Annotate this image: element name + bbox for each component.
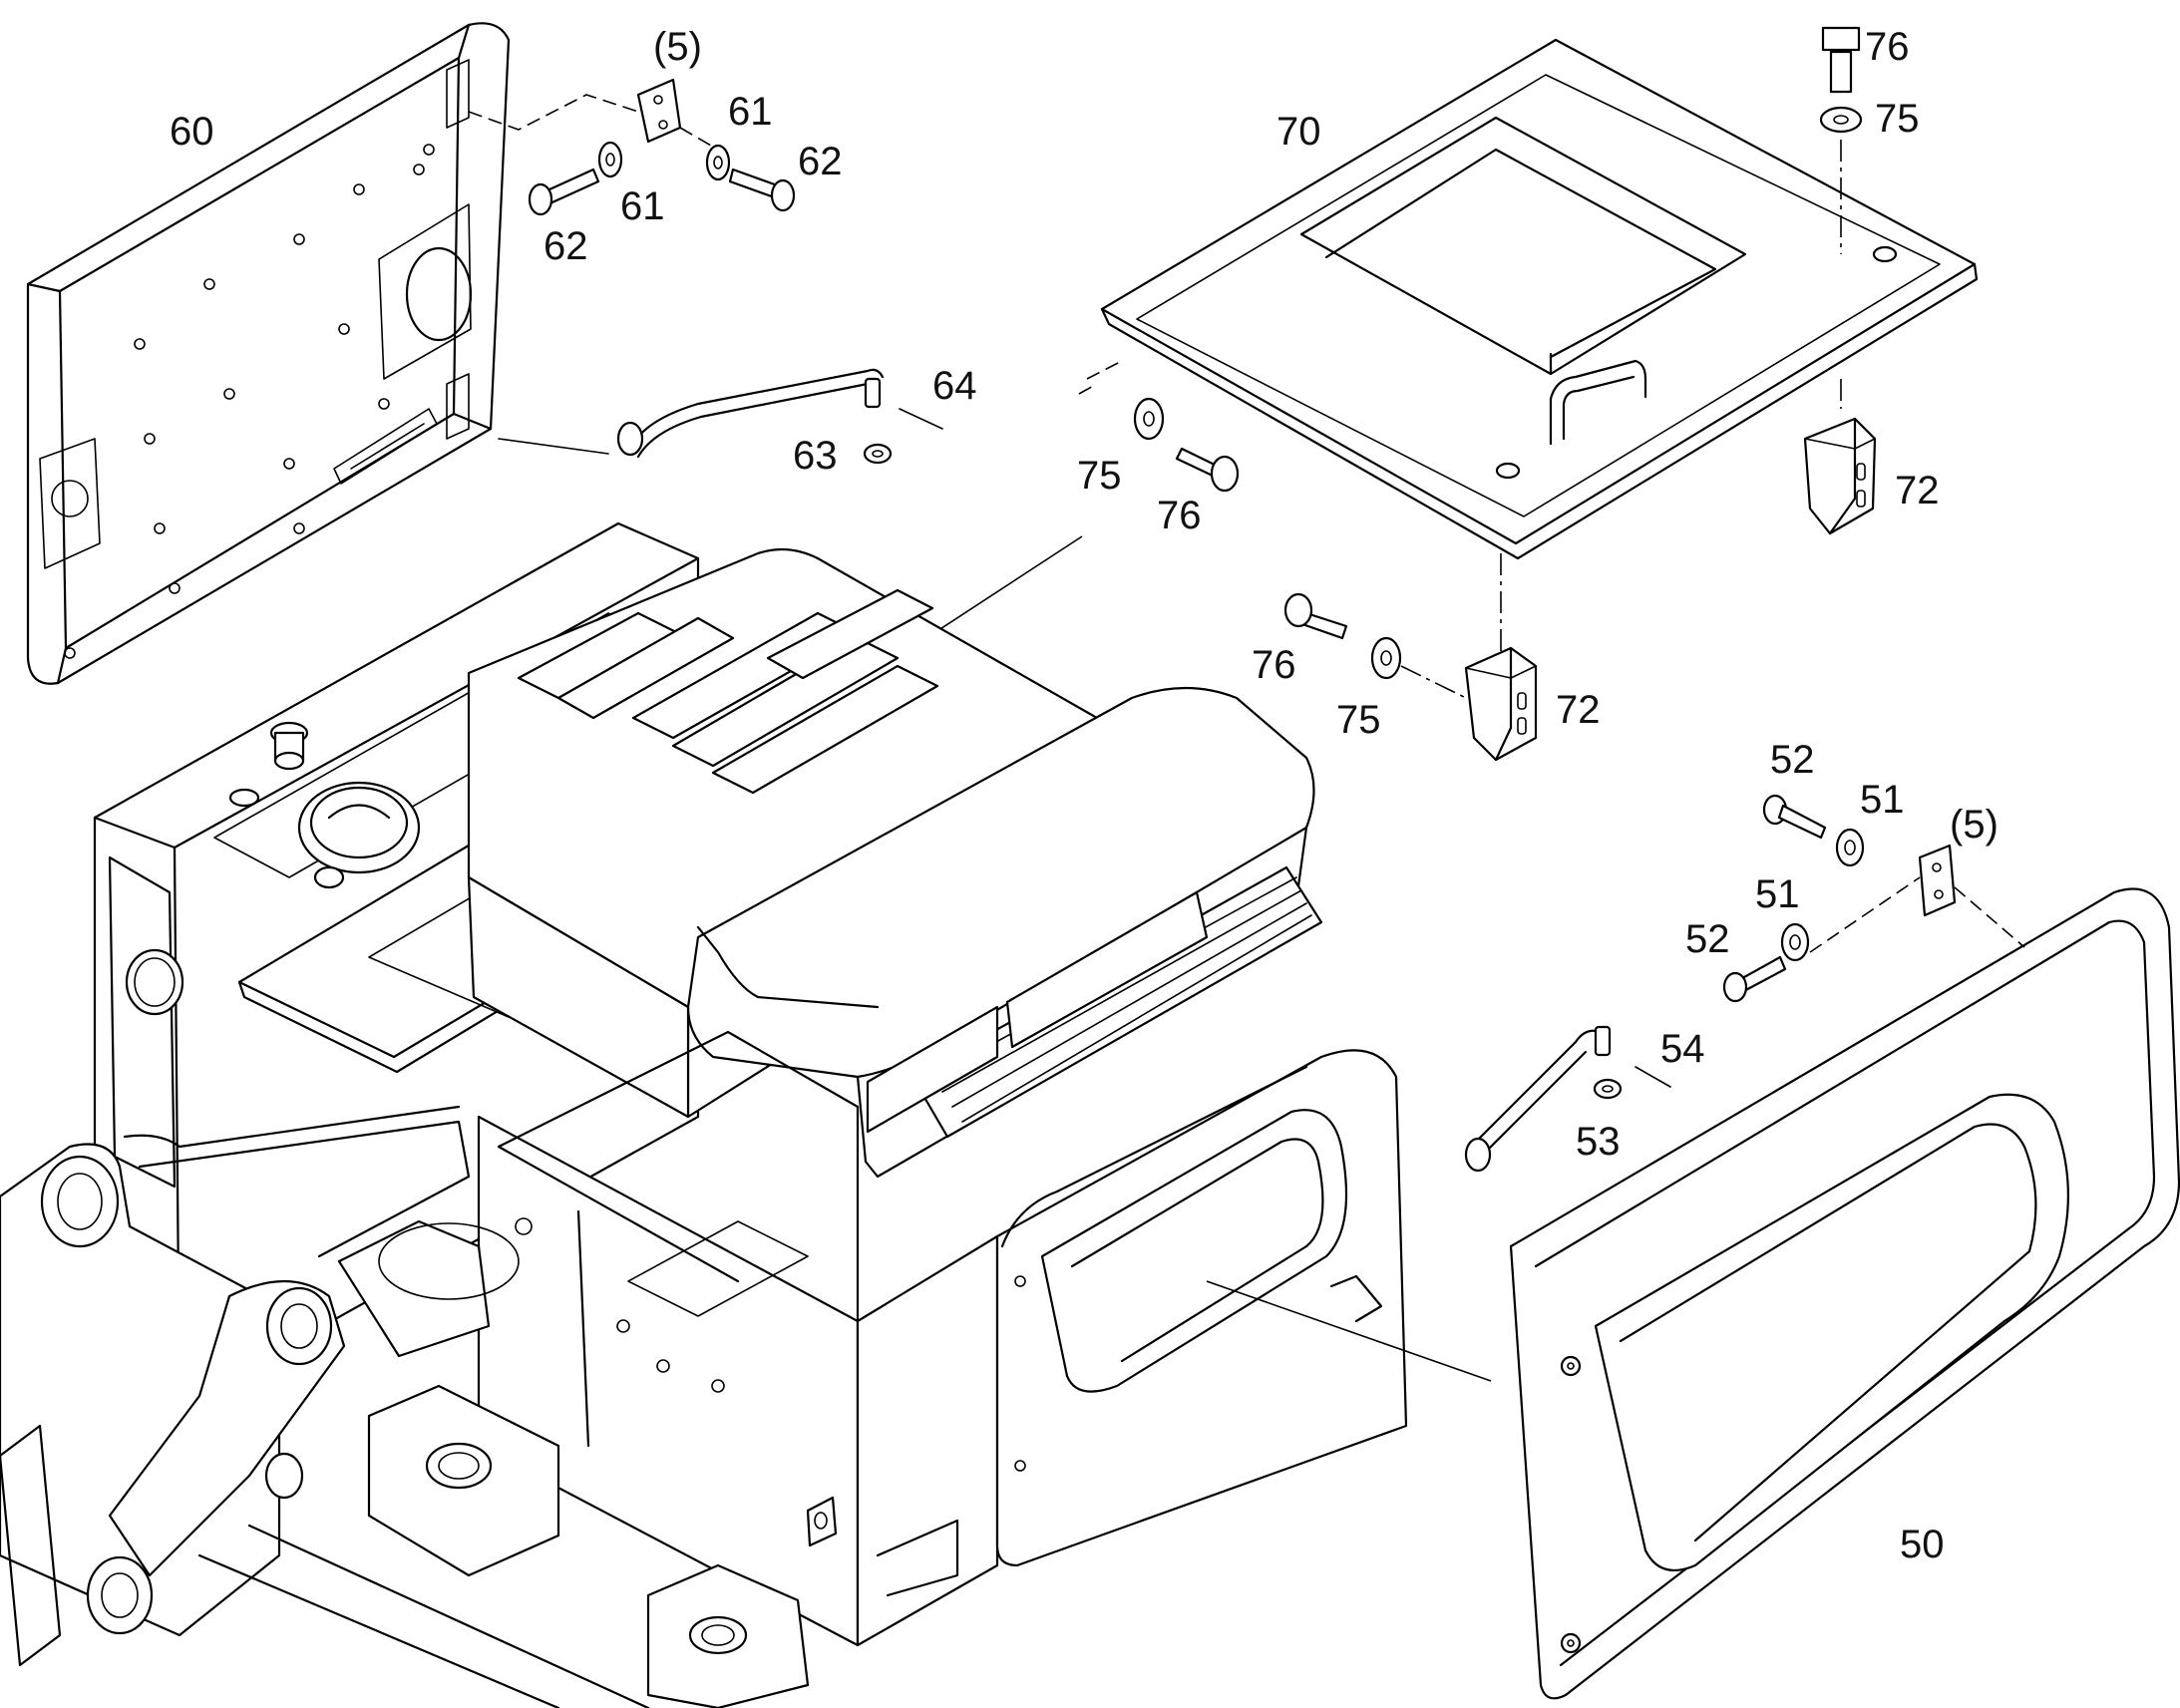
label-51-upper: 51: [1860, 778, 1905, 822]
rear-grille: [866, 865, 1323, 1139]
fuel-filler-cap: [228, 721, 421, 889]
label-75-top-right: 75: [1875, 97, 1920, 141]
side-door-panel-60: [26, 22, 511, 685]
bracket-72-center: [1464, 646, 1538, 762]
label-5-upper: (5): [653, 25, 702, 69]
washer-61-right: [705, 144, 731, 181]
bolt-62-right: [728, 168, 796, 212]
label-53: 53: [1576, 1120, 1621, 1164]
hood-louvres: [517, 588, 939, 795]
door-stay-rod-54: [1464, 1025, 1671, 1173]
washer-51-upper: [1835, 828, 1865, 867]
washer-53: [1593, 1078, 1623, 1100]
bolt-76-top-right: [1821, 26, 1861, 94]
label-76-top-right: 76: [1865, 25, 1910, 69]
upper-frame: [0, 1105, 1383, 1708]
label-62-upper-right: 62: [798, 140, 843, 183]
label-61-upper-left: 61: [620, 184, 665, 228]
panel-bolt-holes: [64, 144, 435, 659]
label-72-center: 72: [1556, 688, 1601, 732]
tank-side-plate: [108, 855, 184, 1189]
side-door-panel-50: [1509, 887, 2180, 1700]
bracket-72-right: [1803, 417, 1877, 535]
washer-75-center: [1370, 636, 1402, 680]
label-76-center: 76: [1252, 643, 1296, 687]
label-51-lower: 51: [1755, 872, 1800, 916]
part-labels: 60 (5) 61 62 61 62 64 63 70 76 75 75 76 …: [170, 25, 1998, 1566]
label-50: 50: [1900, 1523, 1945, 1566]
side-window-recess: [1040, 1109, 1348, 1393]
label-75-left: 75: [1077, 454, 1122, 498]
label-5-right: (5): [1950, 803, 1998, 847]
label-70: 70: [1276, 110, 1321, 154]
label-61-upper-right: 61: [728, 90, 773, 134]
washer-61-left: [597, 141, 623, 178]
label-54: 54: [1660, 1027, 1705, 1071]
washer-75-top-right: [1819, 106, 1863, 134]
label-62-upper-left: 62: [544, 224, 588, 268]
washer-75-left: [1133, 397, 1165, 441]
bolt-52-upper: [1762, 794, 1827, 840]
label-52-lower: 52: [1685, 917, 1730, 961]
machine-body: [93, 521, 1492, 1647]
top-cover-70: [1100, 38, 1979, 560]
bolt-76-left: [1175, 447, 1240, 493]
label-72-right: 72: [1895, 469, 1940, 512]
door-50-window-recess: [1594, 1093, 2069, 1572]
label-75-center: 75: [1336, 698, 1381, 742]
washer-63: [863, 443, 893, 465]
hinge-assembly-right: [1722, 794, 2025, 1003]
bolt-76-center: [1283, 592, 1348, 640]
label-52-upper: 52: [1770, 738, 1815, 782]
hinge-assembly-upper-left: [468, 78, 796, 216]
label-60: 60: [170, 110, 214, 154]
label-64: 64: [932, 364, 977, 408]
bolt-52-lower: [1722, 955, 1787, 1003]
washer-51-lower: [1780, 922, 1810, 962]
door-latch: [806, 1496, 838, 1547]
door-stay-rod-64: [498, 368, 943, 465]
label-76-left: 76: [1157, 494, 1202, 537]
bolt-62-left: [528, 168, 600, 216]
label-63: 63: [793, 434, 838, 478]
